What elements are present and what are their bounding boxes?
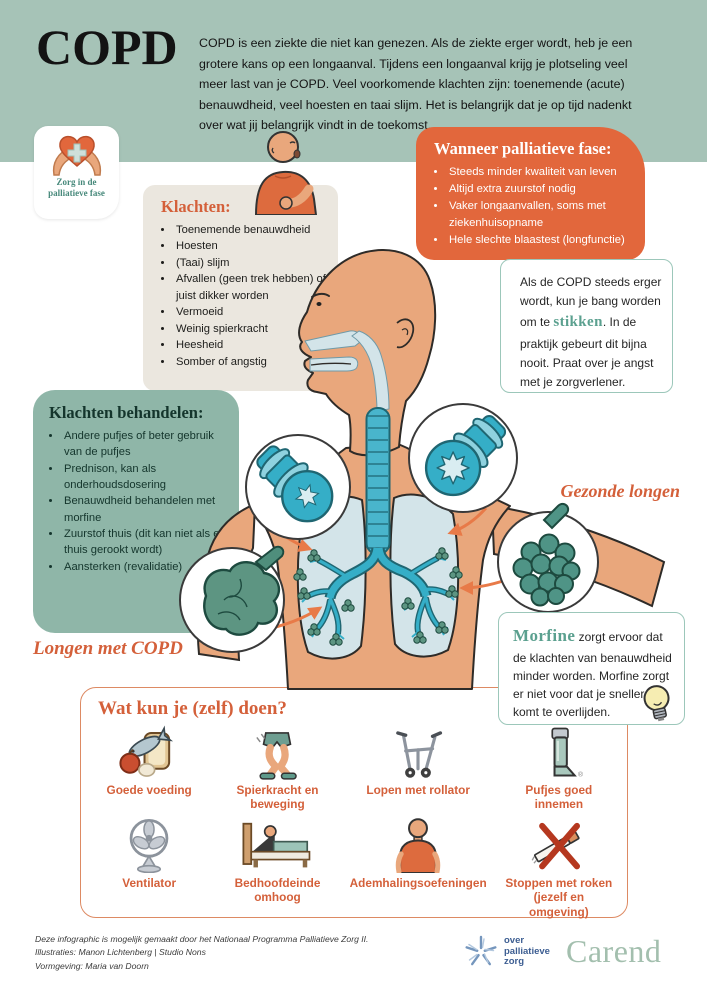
torso-lungs-illustration [179,249,666,690]
copd-alveoli-detail [203,545,285,636]
zelf-title: Wat kun je (zelf) doen? [98,698,287,719]
zelf-grid: Goede voeding Spierkracht en beweging [85,722,623,919]
overpalliatievezorg-logo: over palliatieve zorg [463,934,550,970]
behandelen-list: Andere pufjes of beter gebruik van de pu… [49,428,234,575]
morfine-text: zorgt ervoor dat de klachten van benauwd… [513,630,672,719]
inhaler-icon: ® [551,727,583,779]
star-icon [465,935,497,966]
zelf-item-pufjes: ® Pufjes goed innemen [495,722,623,811]
morfine-keyword: Morfine [513,626,576,645]
list-item: Hele slechte blaastest (longfunctie) [447,232,629,249]
wanneer-title: Wanneer palliatieve fase: [434,139,612,158]
healthy-lungs-label: Gezonde longen [560,481,680,501]
list-item: Steeds minder kwaliteit van leven [447,164,629,181]
healthy-alveoli-detail [512,502,581,607]
list-item: Benauwdheid behandelen met morfine [62,493,234,526]
credit-line: Deze infographic is mogelijk gemaakt doo… [35,934,369,944]
coughing-man-illustration [254,131,318,215]
exercise-legs-icon [256,732,298,780]
stikken-text-after: . In de praktijk gebeurt dit bijna nooit… [520,314,654,389]
healthy-bronchus-detail [424,414,507,497]
list-item: Andere pufjes of beter gebruik van de pu… [62,428,234,461]
list-item: Somber of angstig [174,354,328,370]
badge-label: Zorg in de palliatieve fase [48,177,105,199]
credit-line: Illustraties: Manon Lichtenberg | Studio… [35,947,206,958]
rollator-icon [396,731,443,778]
intro-text: COPD is een ziekte die niet kan genezen.… [199,36,633,133]
zelf-item-goede-voeding: Goede voeding [85,722,213,811]
zelf-item-bedhoofdeinde: Bedhoofdeinde omhoog [213,815,341,918]
list-item: Afvallen (geen trek hebben) of juist dik… [174,271,328,304]
behandelen-title: Klachten behandelen: [49,403,204,422]
bed-icon [242,823,311,868]
food-icon [119,725,174,777]
zelf-box: Wat kun je (zelf) doen? Goede voeding [80,687,628,919]
fan-icon [129,819,169,874]
list-item: Hoesten [174,238,328,254]
page-title: COPD [36,19,178,75]
hands-heart-icon [52,135,101,176]
zelf-item-stoppen-roken: Stoppen met roken (jezelf en omgeving) [495,815,623,919]
list-item: Altijd extra zuurstof nodig [447,181,629,198]
zelf-item-ademhaling: Ademhalingsoefeningen [342,815,495,918]
stikken-keyword: stikken [553,313,603,330]
no-smoking-icon [531,823,580,870]
palliative-care-badge: Zorg in de palliatieve fase [34,126,119,219]
wanneer-list: Steeds minder kwaliteit van levenAltijd … [434,164,629,249]
zelf-item-rollator: Lopen met rollator [342,722,495,811]
zelf-item-spierkracht: Spierkracht en beweging [213,722,341,811]
carend-logo: Carend [566,933,662,969]
copd-lungs-label: Longen met COPD [33,638,183,659]
list-item: Heesheid [174,337,328,353]
klachten-list: Toenemende benauwdheidHoesten(Taai) slij… [161,222,328,370]
list-item: Prednison, kan als onderhoudsdosering [62,461,234,494]
zelf-item-ventilator: Ventilator [85,815,213,918]
svg-text:®: ® [578,771,583,779]
breathing-man-icon [395,818,441,874]
klachten-title: Klachten: [161,197,231,216]
logo-text: over palliatieve zorg [504,935,550,968]
stikken-note: Als de COPD steeds erger wordt, kun je b… [500,259,673,393]
lightbulb-icon [643,685,670,722]
list-item: Weinig spierkracht [174,321,328,337]
wanneer-box: Wanneer palliatieve fase: Steeds minder … [416,127,645,260]
list-item: Toenemende benauwdheid [174,222,328,238]
list-item: Zuurstof thuis (dit kan niet als er thui… [62,526,234,559]
list-item: Aansterken (revalidatie) [62,559,234,575]
list-item: (Taai) slijm [174,255,328,271]
footer-credits: Deze infographic is mogelijk gemaakt doo… [35,933,368,973]
list-item: Vermoeid [174,304,328,320]
list-item: Vaker longaanvallen, soms met ziekenhuis… [447,198,629,232]
copd-bronchus-detail [256,445,334,523]
credit-line: Vormgeving: Maria van Doorn [35,960,149,971]
klachten-box: Klachten: Toenemende benauwdheidHoesten(… [143,185,338,391]
stikken-text-before: Als de COPD steeds erger wordt, kun je b… [520,275,662,329]
